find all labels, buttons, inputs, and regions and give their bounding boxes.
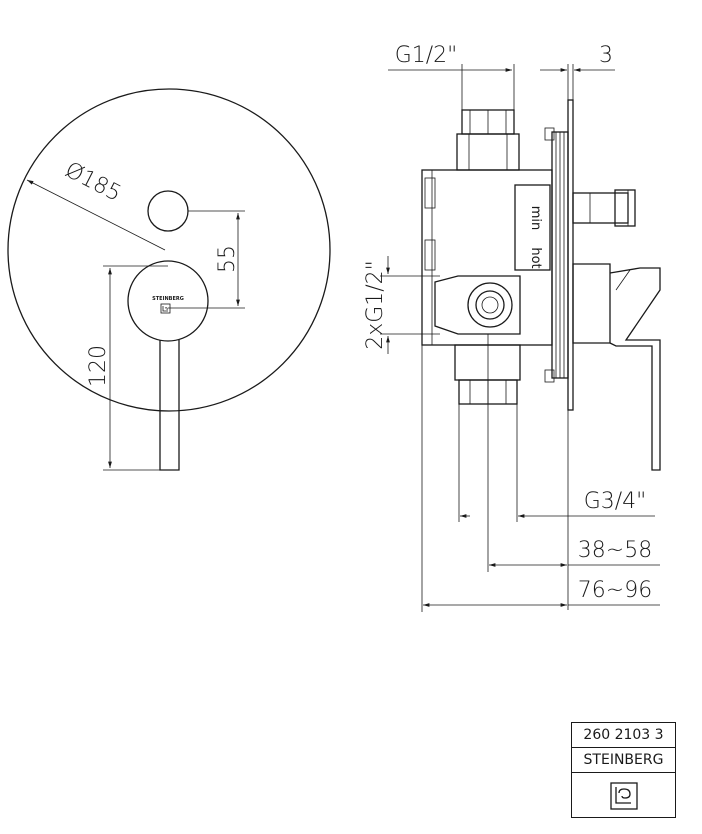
lever-handle: [159, 340, 180, 471]
lever-logo-icon: [160, 303, 171, 314]
height-label: 120: [86, 345, 111, 387]
front-view: STEINBERG Ø185 55 120: [7, 88, 331, 471]
temperature-label-plate: [514, 184, 551, 271]
depth-label-2: 76~96: [578, 578, 652, 603]
article-number: 260 2103 3: [572, 723, 675, 748]
diameter-label: Ø185: [61, 158, 125, 207]
bottom-thread-label: G3/4": [584, 489, 647, 514]
lever-handle-side: [609, 267, 661, 471]
lever-base: [127, 260, 209, 342]
threaded-ring: [551, 131, 569, 379]
cover-plate-side: [567, 99, 574, 411]
depth-label-1: 38~58: [578, 538, 652, 563]
lever-brand-text: STEINBERG: [152, 296, 184, 302]
side-outlet-ring-outer: [467, 282, 513, 328]
top-connector: [456, 133, 520, 171]
min-label: min: [528, 206, 543, 231]
diverter-knob: [147, 190, 189, 232]
diameter-leader: [26, 179, 166, 251]
top-thread-label: G1/2": [395, 43, 458, 68]
plate-thickness-label: 3: [599, 43, 613, 68]
side-view: min hot G1/2": [363, 43, 661, 612]
diverter-knob-side: [572, 192, 629, 224]
bottom-connector: [454, 344, 521, 381]
lever-base-side: [572, 263, 611, 344]
title-block: 260 2103 3 STEINBERG: [571, 722, 676, 818]
steinberg-logo-icon: [609, 781, 638, 810]
side-thread-label: 2xG1/2": [363, 260, 388, 350]
logo-container: [572, 773, 675, 818]
side-outlet-ring-inner: [475, 290, 505, 320]
brand-name: STEINBERG: [572, 748, 675, 773]
offset-label: 55: [215, 245, 240, 273]
hot-label: hot: [528, 247, 543, 268]
cover-plate-outline: [7, 88, 331, 412]
side-outlet: [434, 275, 521, 335]
